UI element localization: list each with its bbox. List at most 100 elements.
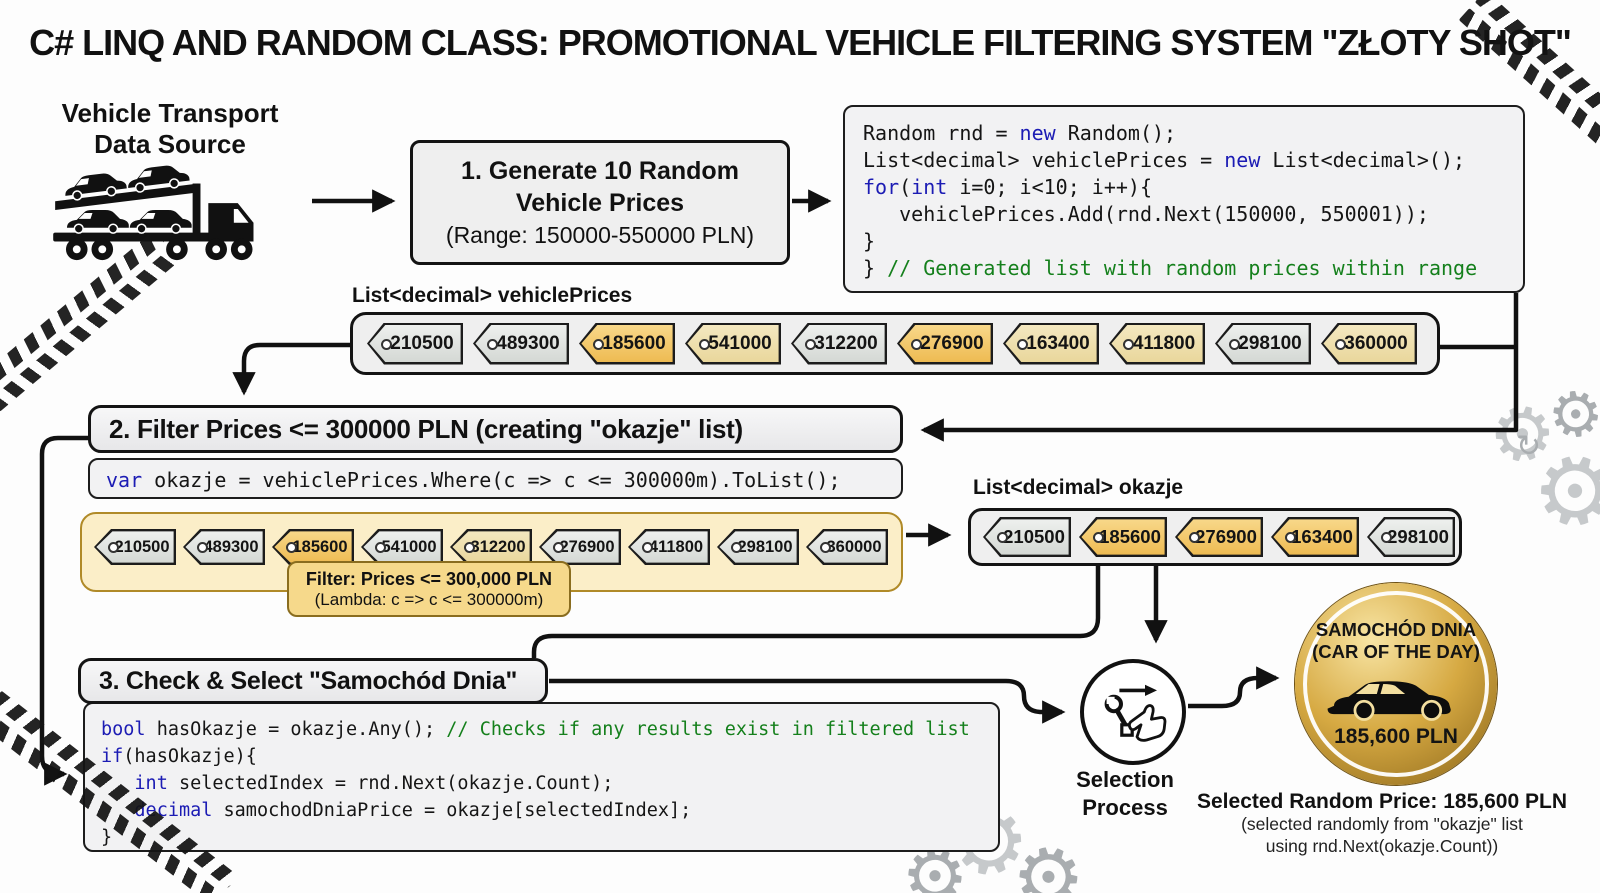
price-tag: 411800 xyxy=(1109,322,1205,365)
price-tag-value: 298100 xyxy=(1387,526,1449,547)
price-tag: 210500 xyxy=(367,322,463,365)
code-line: decimal samochodDniaPrice = okazje[selec… xyxy=(134,800,692,821)
price-tag-value: 210500 xyxy=(390,332,454,354)
step1-box: 1. Generate 10 Random Vehicle Prices (Ra… xyxy=(410,140,790,265)
tag-hole-icon xyxy=(464,542,476,553)
price-tag: 489300 xyxy=(183,529,265,565)
tag-hole-icon xyxy=(1093,532,1105,543)
tag-hole-icon xyxy=(1335,338,1347,350)
page-title: C# LINQ AND RANDOM CLASS: PROMOTIONAL VE… xyxy=(29,22,1572,63)
price-tag-value: 185600 xyxy=(292,537,348,556)
code-line: } xyxy=(863,229,876,253)
price-tag: 210500 xyxy=(94,529,176,565)
tag-hole-icon xyxy=(699,338,711,350)
tag-hole-icon xyxy=(911,338,923,350)
price-tag: 360000 xyxy=(806,529,888,565)
arrow-selection-to-badge xyxy=(1188,666,1280,709)
step3-header: 3. Check & Select "Samochód Dnia" xyxy=(78,658,548,704)
tag-hole-icon xyxy=(820,542,832,553)
price-tag-value: 360000 xyxy=(1344,332,1408,354)
price-tag-value: 298100 xyxy=(737,537,793,556)
car-silhouette-icon xyxy=(1327,681,1451,722)
filter-note-line1: Filter: Prices <= 300,000 PLN xyxy=(305,568,553,589)
price-tag-value: 541000 xyxy=(381,537,437,556)
price-tag: 163400 xyxy=(1003,322,1099,365)
price-tag-value: 541000 xyxy=(708,332,772,354)
price-tag: 276900 xyxy=(1175,517,1263,557)
tag-hole-icon xyxy=(997,532,1009,543)
price-tag: 276900 xyxy=(897,322,993,365)
tag-hole-icon xyxy=(642,542,654,553)
tag-hole-icon xyxy=(1229,338,1241,350)
code-line: var okazje = vehiclePrices.Where(c => c … xyxy=(106,468,841,492)
arrow-step2-to-code3 xyxy=(39,435,88,786)
code-line: if(hasOkazje){ xyxy=(101,746,257,767)
selection-process-circle xyxy=(1080,659,1186,765)
tag-hole-icon xyxy=(1123,338,1135,350)
price-tag: 360000 xyxy=(1321,322,1417,365)
price-tag-value: 298100 xyxy=(1238,332,1302,354)
price-tag: 163400 xyxy=(1271,517,1359,557)
filter-note-line2: (Lambda: c => c <= 300000m) xyxy=(314,589,544,609)
price-tag: 298100 xyxy=(1215,322,1311,365)
source-label-line2: Data Source xyxy=(94,129,246,160)
car-of-the-day-badge: SAMOCHÓD DNIA (CAR OF THE DAY) 185,600 P… xyxy=(1295,583,1497,785)
step2-title: 2. Filter Prices <= 300000 PLN (creating… xyxy=(109,413,743,444)
result-line1: Selected Random Price: 185,600 PLN xyxy=(1197,790,1567,813)
price-tag-value: 276900 xyxy=(920,332,984,354)
car-transporter-icon xyxy=(53,162,254,261)
selection-process-label: Selection Process xyxy=(1035,766,1215,821)
code-line: int selectedIndex = rnd.Next(okazje.Coun… xyxy=(134,773,614,794)
line-okazje-to-step3 xyxy=(531,566,1101,658)
tag-hole-icon xyxy=(286,542,298,553)
tag-hole-icon xyxy=(1017,338,1029,350)
arrow-prices-to-step2-top xyxy=(232,342,352,396)
tag-hole-icon xyxy=(731,542,743,553)
price-tag-value: 411800 xyxy=(1132,332,1196,354)
step1-title-line2: Vehicle Prices xyxy=(515,188,685,217)
tag-hole-icon xyxy=(197,542,209,553)
step1-title-line1: 1. Generate 10 Random xyxy=(461,157,739,186)
badge-title-en: (CAR OF THE DAY) xyxy=(1312,641,1480,662)
code-line: bool hasOkazje = okazje.Any(); // Checks… xyxy=(101,719,970,740)
arrow-step3-to-selection xyxy=(549,678,1066,724)
filter-note: Filter: Prices <= 300,000 PLN (Lambda: c… xyxy=(287,561,571,617)
price-tag: 185600 xyxy=(1079,517,1167,557)
tag-hole-icon xyxy=(381,338,393,350)
tag-hole-icon xyxy=(553,542,565,553)
step2-header: 2. Filter Prices <= 300000 PLN (creating… xyxy=(88,405,903,453)
code-line: } xyxy=(101,827,113,848)
code-line: } // Generated list with random prices w… xyxy=(863,256,1478,280)
step3-title: 3. Check & Select "Samochód Dnia" xyxy=(99,666,518,695)
tag-hole-icon xyxy=(1189,532,1201,543)
price-tag-value: 185600 xyxy=(602,332,666,354)
tag-hole-icon xyxy=(593,338,605,350)
price-tag-value: 210500 xyxy=(1003,526,1065,547)
price-tag: 312200 xyxy=(791,322,887,365)
arrow-code1-to-step2 xyxy=(920,293,1519,442)
code-line: List<decimal> vehiclePrices = new List<d… xyxy=(863,148,1466,172)
badge-price: 185,600 PLN xyxy=(1334,725,1458,749)
rotate-arrow-icon: ↻ xyxy=(1516,429,1542,464)
tag-hole-icon xyxy=(487,338,499,350)
price-tag-value: 489300 xyxy=(203,537,259,556)
price-tag-value: 360000 xyxy=(826,537,882,556)
selection-label-line1: Selection xyxy=(1076,767,1174,792)
tag-hole-icon xyxy=(1381,532,1393,543)
price-tag-value: 489300 xyxy=(496,332,560,354)
result-caption: Selected Random Price: 185,600 PLN (sele… xyxy=(1182,790,1582,858)
source-label: Vehicle Transport Data Source xyxy=(40,98,300,160)
result-line2: (selected randomly from "okazje" list xyxy=(1241,814,1523,834)
vehicleprices-list: 210500 489300 185600 541000 312200 276900 1634… xyxy=(350,312,1440,375)
vehicleprices-label: List<decimal> vehiclePrices xyxy=(352,284,633,307)
price-tag: 541000 xyxy=(685,322,781,365)
price-tag: 411800 xyxy=(628,529,710,565)
price-tag: 298100 xyxy=(1367,517,1455,557)
price-tag: 541000 xyxy=(361,529,443,565)
price-tag-value: 276900 xyxy=(1195,526,1257,547)
price-tag-value: 276900 xyxy=(559,537,615,556)
step1-range: (Range: 150000-550000 PLN) xyxy=(445,221,755,248)
